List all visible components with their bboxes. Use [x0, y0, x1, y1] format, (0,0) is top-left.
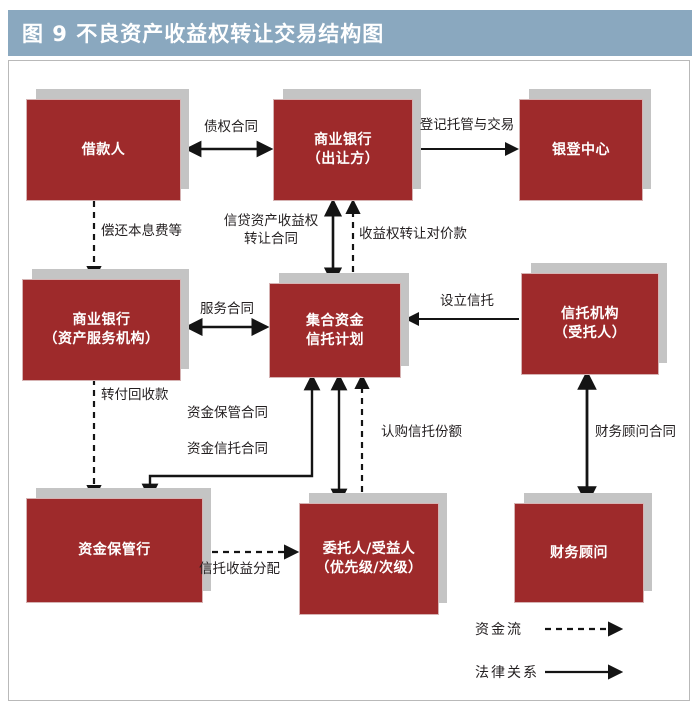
diagram-canvas: 借款人 商业银行 （出让方） 银登中心 商业银行 （资产服 [8, 60, 690, 701]
node-face: 商业银行 （资产服务机构） [22, 279, 181, 381]
legend-item-legal-relation: 法律关系 [475, 662, 547, 682]
node-beneficiary[interactable]: 委托人/受益人 （优先级/次级） [299, 493, 447, 615]
node-label-line: （受托人） [553, 325, 627, 341]
node-label-line: 信托机构 [561, 306, 619, 323]
node-face: 银登中心 [519, 99, 643, 201]
node-label-line: 借款人 [81, 141, 126, 158]
node-face: 信托机构 （受托人） [521, 273, 659, 375]
edge-label-subscribe-trust-units: 认购信托份额 [381, 424, 462, 440]
edge-fund-custody-trust-contract [141, 373, 321, 501]
node-face: 集合资金 信托计划 [269, 283, 401, 378]
node-bank-transferor[interactable]: 商业银行 （出让方） [273, 89, 421, 201]
node-trust-plan[interactable]: 集合资金 信托计划 [269, 273, 409, 378]
node-label-line: 集合资金 [306, 312, 364, 329]
edge-label-service-contract: 服务合同 [200, 301, 254, 317]
edge-label-fund-trust-contract: 资金信托合同 [187, 441, 268, 457]
node-borrower[interactable]: 借款人 [26, 89, 189, 201]
figure-title-bar: 图 9 不良资产收益权转让交易结构图 [8, 10, 692, 56]
edge-label-fund-custody-contract: 资金保管合同 [187, 405, 268, 421]
legend-label: 法律关系 [475, 665, 539, 681]
node-label-line: 信托计划 [306, 331, 364, 348]
edge-label-establish-trust: 设立信托 [440, 293, 494, 309]
node-label-line: 财务顾问 [550, 544, 608, 561]
node-label-line: 资金保管行 [78, 542, 151, 559]
edge-label-right-transfer-consideration: 收益权转让对价款 [359, 226, 467, 242]
node-yindeng-center[interactable]: 银登中心 [519, 89, 651, 201]
edge-label-credit-asset-right-transfer: 信贷资产收益权 转让合同 [215, 213, 327, 248]
node-bank-servicer[interactable]: 商业银行 （资产服务机构） [22, 269, 189, 381]
node-label-line: （资产服务机构） [43, 331, 160, 347]
node-face: 财务顾问 [514, 503, 644, 603]
legend-label: 资金流 [475, 622, 523, 638]
node-label-line: 商业银行 [314, 132, 372, 149]
edge-label-line: 转让合同 [244, 230, 298, 247]
node-label-line: 委托人/受益人 [322, 541, 416, 558]
node-label-line: （优先级/次级） [315, 560, 423, 576]
page-title: 图 9 不良资产收益权转让交易结构图 [22, 22, 385, 46]
node-label-line: 商业银行 [72, 312, 131, 329]
edge-label-forward-recovery: 转付回收款 [101, 387, 169, 403]
node-fund-custodian[interactable]: 资金保管行 [26, 488, 211, 603]
edge-label-registration-custody-trade: 登记托管与交易 [419, 117, 515, 133]
node-trust-company[interactable]: 信托机构 （受托人） [521, 263, 667, 375]
edge-label-financial-advisor-contract: 财务顾问合同 [595, 424, 676, 440]
edge-label-line: 信贷资产收益权 [223, 213, 319, 229]
node-financial-advisor[interactable]: 财务顾问 [514, 493, 652, 603]
edge-label-trust-income-distribution: 信托收益分配 [199, 561, 280, 577]
node-label-line: 银登中心 [552, 141, 610, 158]
node-label-line: （出让方） [306, 151, 380, 167]
node-face: 商业银行 （出让方） [273, 99, 413, 201]
legend-item-fund-flow: 资金流 [475, 619, 531, 639]
node-face: 委托人/受益人 （优先级/次级） [299, 503, 439, 615]
node-face: 借款人 [26, 99, 181, 201]
connector-layer [86, 140, 624, 680]
node-face: 资金保管行 [26, 498, 203, 603]
edge-label-claim-contract: 债权合同 [204, 119, 258, 135]
edge-label-repay-principal-interest: 偿还本息费等 [101, 223, 182, 239]
